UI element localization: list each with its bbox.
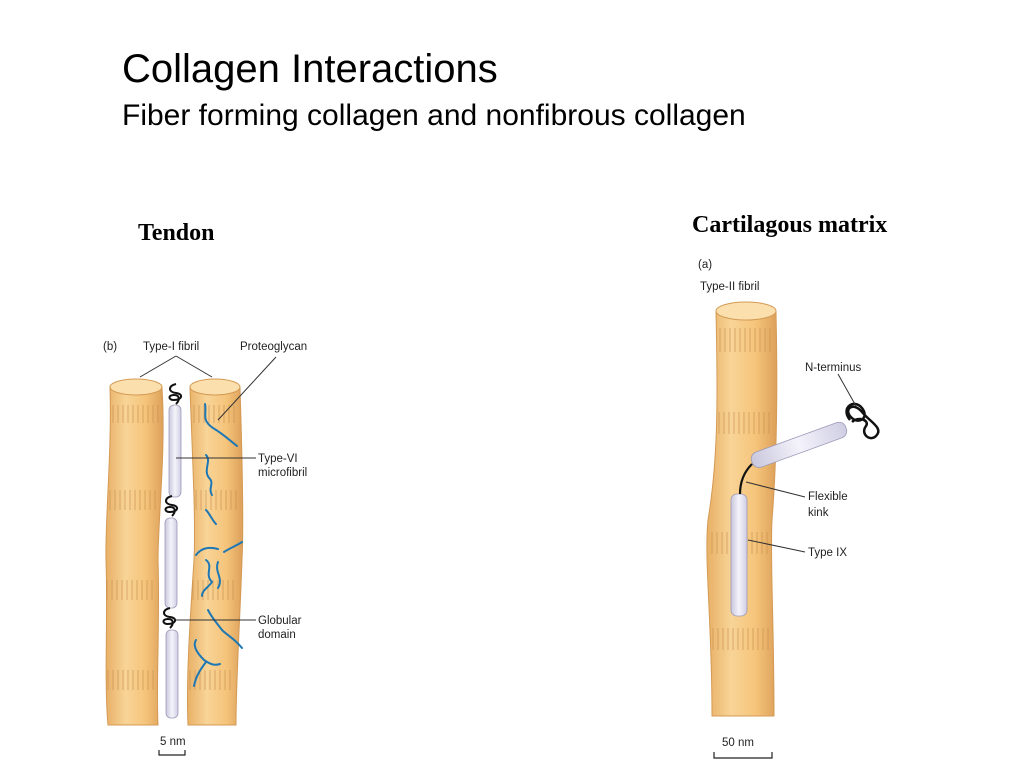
- panel-a-letter: (a): [698, 259, 712, 271]
- n-terminus-globule: [845, 402, 880, 440]
- type-vi-label-line1: Type-VI: [258, 453, 298, 465]
- type-i-fibril-label: Type-I fibril: [143, 341, 199, 353]
- tendon-leader-lines: [139, 355, 277, 621]
- panel-b-letter: (b): [103, 341, 117, 353]
- cartilage-scale-bar: 50 nm: [713, 737, 773, 759]
- cartilage-panel: (a) Type-II fibril N-terminus Flexible k…: [698, 259, 880, 759]
- proteoglycan-label: Proteoglycan: [240, 341, 307, 353]
- type-ix-collagen: [730, 402, 880, 617]
- slide-subtitle: Fiber forming collagen and nonfibrous co…: [122, 99, 746, 132]
- globular-domains: [162, 383, 182, 629]
- globular-label-line1: Globular: [258, 615, 302, 627]
- type-i-fibril-right: [186, 378, 244, 726]
- type-vi-microfibril: [164, 404, 182, 719]
- tendon-scale-label: 5 nm: [160, 736, 186, 748]
- globular-label-line2: domain: [258, 629, 296, 641]
- tendon-scale-bar: 5 nm: [158, 736, 186, 756]
- tendon-heading: Tendon: [138, 220, 215, 246]
- type-i-fibril-left: [105, 378, 164, 726]
- type-ix-label: Type IX: [808, 547, 847, 559]
- type-ii-fibril-label: Type-II fibril: [700, 281, 759, 293]
- slide-title: Collagen Interactions: [122, 47, 498, 91]
- cartilage-leader-lines: [745, 373, 857, 553]
- cartilage-heading: Cartilagous matrix: [692, 212, 888, 238]
- tendon-panel: (b) Type-I fibril Proteoglycan Type-VI m…: [103, 341, 307, 756]
- n-terminus-label: N-terminus: [805, 362, 861, 374]
- flexible-label-line2: kink: [808, 507, 829, 519]
- type-vi-label-line2: microfibril: [258, 467, 307, 479]
- proteoglycan-chains: [193, 403, 243, 687]
- cartilage-scale-label: 50 nm: [722, 737, 754, 749]
- flexible-kink-icon: [738, 463, 753, 495]
- flexible-label-line1: Flexible: [808, 491, 848, 503]
